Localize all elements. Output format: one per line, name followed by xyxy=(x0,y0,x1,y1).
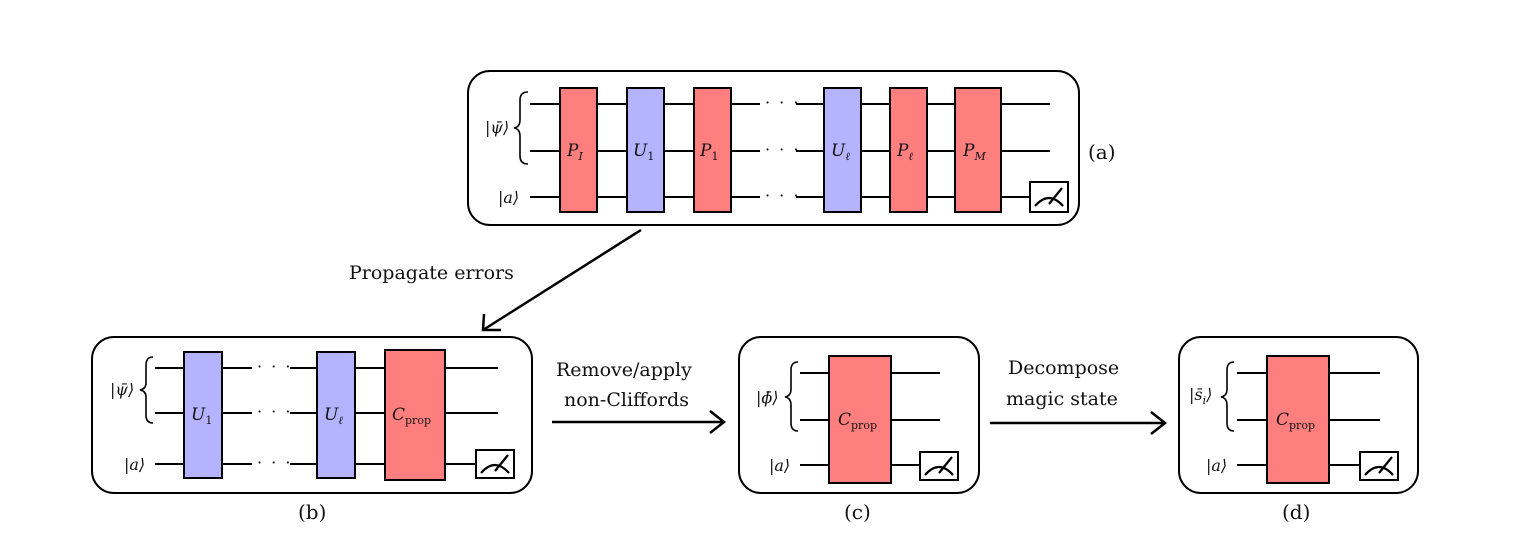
gate-c-prop-d xyxy=(1266,355,1330,484)
arrow-remove-line2: non-Cliffords xyxy=(564,389,689,411)
arrow-remove: Remove/apply non-Cliffords xyxy=(552,359,727,434)
panel-a: · · · · · · · · · |ψ̄⟩ |a⟩ PI U1 P1 Uℓ P… xyxy=(467,70,1116,226)
gate-c-prop-c xyxy=(828,355,892,484)
panel-b-dots-2: · · · xyxy=(257,402,292,421)
svg-text:Cprop: Cprop xyxy=(1276,410,1315,432)
svg-text:U1: U1 xyxy=(191,405,212,427)
svg-text:Pℓ: Pℓ xyxy=(896,141,913,163)
panel-c-ket-phi: |ϕ̄⟩ xyxy=(756,388,779,407)
panel-a-ket-a: |a⟩ xyxy=(498,188,519,207)
panel-a-ket-psi: |ψ̄⟩ xyxy=(485,118,509,137)
svg-text:Uℓ: Uℓ xyxy=(831,141,850,163)
gate-p-l xyxy=(889,87,928,213)
panel-a-label: (a) xyxy=(1088,140,1116,164)
panel-c-ket-a: |a⟩ xyxy=(769,456,790,475)
panel-a-dots-2: · · · xyxy=(765,140,800,159)
panel-d-ket-a: |a⟩ xyxy=(1206,456,1227,475)
panel-d-label: (d) xyxy=(1282,500,1310,524)
arrow-decompose: Decompose magic state xyxy=(990,357,1168,435)
measurement-icon xyxy=(1359,451,1399,481)
measurement-icon xyxy=(919,451,959,481)
panel-b-ket-psi: |ψ̄⟩ xyxy=(110,380,134,399)
svg-text:Uℓ: Uℓ xyxy=(324,405,343,427)
gate-u-l xyxy=(823,87,862,213)
panel-c: |ϕ̄⟩ |a⟩ Cprop (c) xyxy=(738,336,980,524)
panel-d-ket-s: |s̄i⟩ xyxy=(1189,385,1212,407)
gate-p-m xyxy=(954,87,1002,213)
panel-b-dots-1: · · · xyxy=(257,357,292,376)
panel-b-brace xyxy=(139,356,154,424)
arrow-remove-line1: Remove/apply xyxy=(556,359,692,381)
gate-p-i xyxy=(559,87,598,213)
panel-d-frame xyxy=(1178,336,1419,494)
panel-b-ket-a: |a⟩ xyxy=(124,455,145,474)
panel-b-frame xyxy=(91,336,533,494)
panel-b: · · · · · · · · · |ψ̄⟩ |a⟩ U1 Uℓ Cprop (… xyxy=(91,336,533,524)
arrow-propagate-label: Propagate errors xyxy=(349,262,514,284)
gate-c-prop-b xyxy=(384,349,446,481)
panel-d-brace xyxy=(1220,361,1235,432)
arrow-propagate: Propagate errors xyxy=(349,228,642,332)
measurement-icon xyxy=(1029,181,1069,213)
arrow-decompose-line1: Decompose xyxy=(1008,357,1119,379)
panel-a-brace xyxy=(513,91,529,165)
panel-c-label: (c) xyxy=(844,500,871,524)
measurement-icon xyxy=(475,449,515,479)
arrow-decompose-line2: magic state xyxy=(1006,388,1118,410)
svg-text:P1: P1 xyxy=(699,141,718,163)
gate-u-1-b xyxy=(183,351,223,479)
gate-p-1 xyxy=(693,87,732,213)
panel-c-brace xyxy=(784,361,799,432)
panel-b-dots-3: · · · xyxy=(257,453,292,472)
svg-text:PI: PI xyxy=(566,141,583,163)
svg-text:U1: U1 xyxy=(633,141,654,163)
gate-u-1 xyxy=(626,87,665,213)
panel-a-dots-1: · · · xyxy=(765,93,800,112)
gate-u-l-b xyxy=(316,351,356,479)
panel-d: |s̄i⟩ |a⟩ Cprop (d) xyxy=(1178,336,1419,524)
svg-text:Cprop: Cprop xyxy=(392,405,431,427)
svg-text:Cprop: Cprop xyxy=(838,410,877,432)
svg-text:PM: PM xyxy=(962,141,986,163)
panel-b-label: (b) xyxy=(298,500,326,524)
panel-a-frame xyxy=(467,70,1080,226)
panel-a-dots-3: · · · xyxy=(765,186,800,205)
panel-c-frame xyxy=(738,336,980,494)
